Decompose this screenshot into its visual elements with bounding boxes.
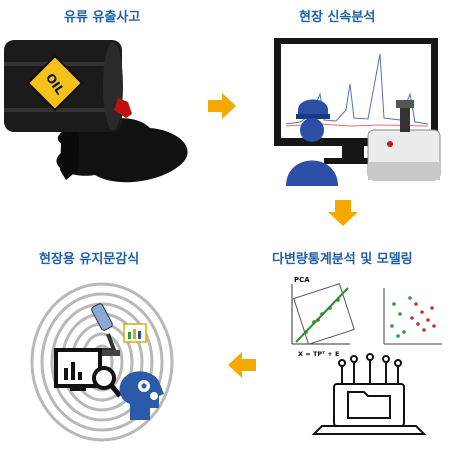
fingerprint-illustration	[30, 282, 174, 442]
analyst-icon	[286, 99, 338, 186]
oil-spill-illustration: OIL	[4, 40, 188, 183]
arrow-left	[228, 352, 256, 378]
step2-title: 현장 신속분석	[299, 10, 376, 25]
spectrometer-icon	[367, 100, 441, 181]
step3-title: 다변량통계분석 및 모델링	[272, 252, 413, 267]
report-icon	[123, 323, 147, 343]
red-oil-drip	[114, 98, 132, 118]
multivariate-illustration: PCA X = TPᵀ + E	[291, 276, 442, 435]
scatter-plot	[383, 288, 442, 345]
pca-label: PCA	[294, 276, 310, 284]
oil-warning-sign	[26, 54, 84, 112]
step4-title: 현장용 유지문감식	[39, 252, 140, 267]
oil-puddle	[56, 118, 188, 183]
arrow-right-1	[208, 93, 236, 119]
pca-plot	[291, 283, 355, 345]
arrow-down	[328, 200, 358, 226]
pca-equation: X = TPᵀ + E	[298, 350, 339, 358]
head-gears-icon	[119, 371, 164, 420]
on-site-analysis-illustration	[274, 38, 441, 186]
magnifier-chart-icon	[54, 348, 122, 398]
step1-title: 유류 유출사고	[64, 10, 141, 25]
laptop-folder-icon	[311, 353, 427, 435]
